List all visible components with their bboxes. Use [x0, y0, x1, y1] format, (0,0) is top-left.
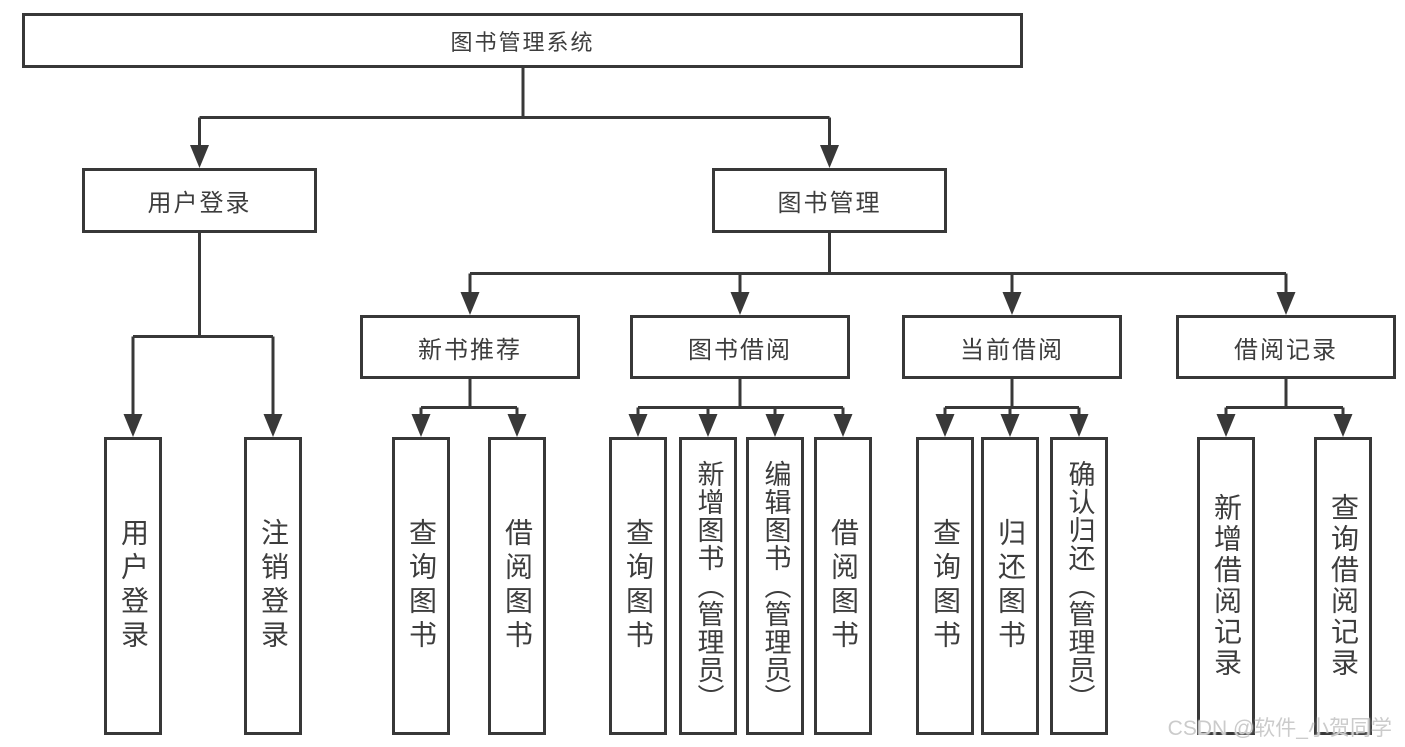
- leaf-user-login: 用户登录: [104, 437, 162, 735]
- leaf-query-borrow-record: 查询借阅记录: [1314, 437, 1372, 735]
- node-borrow-records: 借阅记录: [1176, 315, 1396, 379]
- node-root-system: 图书管理系统: [22, 13, 1023, 68]
- leaf-query-books-borrow: 查询图书: [609, 437, 667, 735]
- node-book-management: 图书管理: [712, 168, 947, 233]
- leaf-confirm-return-admin: 确认归还（管理员）: [1050, 437, 1108, 735]
- leaf-borrow-books-recommend: 借阅图书: [488, 437, 546, 735]
- leaf-add-book-admin: 新增图书（管理员）: [679, 437, 737, 735]
- leaf-return-books: 归还图书: [981, 437, 1039, 735]
- leaf-borrow-books-borrow: 借阅图书: [814, 437, 872, 735]
- node-user-login: 用户登录: [82, 168, 317, 233]
- leaf-query-books-current: 查询图书: [916, 437, 974, 735]
- leaf-logout: 注销登录: [244, 437, 302, 735]
- node-new-book-recommend: 新书推荐: [360, 315, 580, 379]
- node-current-borrow: 当前借阅: [902, 315, 1122, 379]
- arrowhead-icons: [123, 145, 1353, 437]
- leaf-add-borrow-record: 新增借阅记录: [1197, 437, 1255, 735]
- csdn-watermark: CSDN @软件_小贺同学: [1167, 717, 1392, 740]
- node-book-borrow: 图书借阅: [630, 315, 850, 379]
- leaf-query-books-recommend: 查询图书: [392, 437, 450, 735]
- leaf-edit-book-admin: 编辑图书（管理员）: [746, 437, 804, 735]
